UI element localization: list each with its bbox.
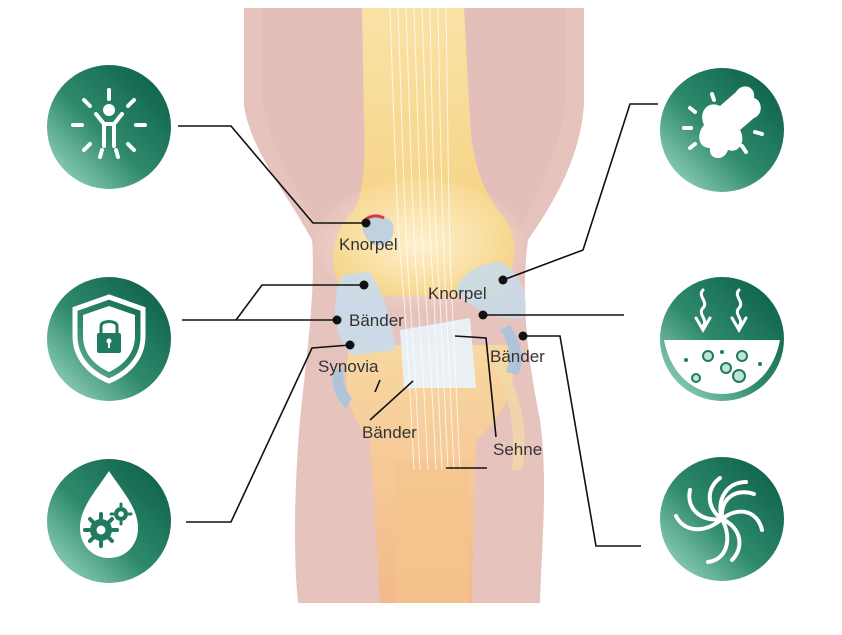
tibia-shaft	[396, 460, 468, 603]
icon-circle-left-2	[47, 277, 171, 401]
label-knorpel-right: Knorpel	[428, 284, 487, 303]
leader-lines	[178, 103, 658, 547]
icon-circle-left-1	[47, 65, 171, 189]
label-baender-left: Bänder	[349, 311, 404, 330]
label-sehne: Sehne	[493, 440, 542, 459]
ligament-side-left	[332, 368, 352, 408]
icon-circle-right-1	[660, 68, 784, 192]
icon-circle-right-3	[660, 457, 784, 581]
ligament-side-right	[500, 325, 522, 375]
label-knorpel-top: Knorpel	[339, 235, 398, 254]
icon-circle-right-2	[660, 277, 784, 401]
label-synovia: Synovia	[318, 357, 379, 376]
spiral-icon	[674, 476, 764, 564]
fibula	[494, 360, 525, 470]
absorption-icon	[664, 288, 780, 394]
happy-person-icon	[71, 88, 147, 159]
tendon-strands	[389, 7, 461, 471]
shield-lock-icon	[72, 294, 146, 384]
label-baender-right: Bänder	[490, 347, 545, 366]
ligament-right	[456, 262, 526, 319]
icon-circle-left-3	[47, 459, 171, 583]
joint-pain-icon	[682, 86, 764, 159]
label-baender-bottom: Bänder	[362, 423, 417, 442]
drop-gears-icon	[80, 471, 138, 558]
ligament-left	[335, 272, 396, 355]
anchor-dots	[332, 218, 528, 350]
